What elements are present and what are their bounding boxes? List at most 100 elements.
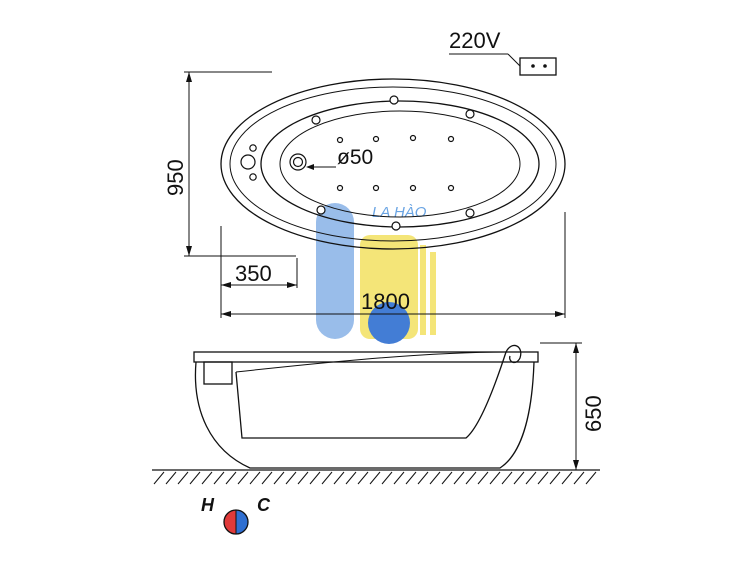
hatch-line xyxy=(405,471,417,485)
tub-inner-rim xyxy=(229,86,557,242)
rim-jet xyxy=(311,115,321,125)
watermark-yellow-stripe-2 xyxy=(430,252,436,335)
hatch-line xyxy=(453,471,465,485)
hatch-line xyxy=(429,471,441,485)
hatch-line xyxy=(585,471,597,485)
rim-jet xyxy=(391,221,401,231)
hatch-line xyxy=(477,471,489,485)
hatch-line xyxy=(273,471,285,485)
tub-basin-floor xyxy=(279,110,521,218)
hatch-line xyxy=(225,471,237,485)
control-box xyxy=(203,361,233,385)
hatch-line xyxy=(285,471,297,485)
watermark-logo: LA HÀO xyxy=(316,203,436,344)
cold-half xyxy=(236,510,248,534)
depth-label: 650 xyxy=(581,395,606,432)
rim-jet xyxy=(389,95,399,105)
hot-label: H xyxy=(201,495,215,515)
hatch-line xyxy=(417,471,429,485)
tub-outer-rim xyxy=(220,78,566,250)
hot-half xyxy=(224,510,236,534)
tub-deck xyxy=(193,351,539,363)
hatch-line xyxy=(501,471,513,485)
floor-jet xyxy=(409,134,417,142)
tub-top-view: ø50 xyxy=(220,78,566,250)
drain-diameter-label: ø50 xyxy=(337,146,373,169)
hot-cold-indicator: H C xyxy=(201,495,271,535)
hatch-line xyxy=(549,471,561,485)
hatch-line xyxy=(489,471,501,485)
depth-arrow-bottom xyxy=(573,460,579,470)
hatch-line xyxy=(561,471,573,485)
hatch-line xyxy=(165,471,177,485)
hatch-line xyxy=(309,471,321,485)
hatch-line xyxy=(465,471,477,485)
hatch-line xyxy=(297,471,309,485)
height-label: 950 xyxy=(163,159,188,196)
hatch-line xyxy=(441,471,453,485)
drain-inner xyxy=(292,156,304,168)
floor xyxy=(152,469,600,485)
cold-label: C xyxy=(257,495,271,515)
length-arrow-left xyxy=(221,311,231,317)
depth-arrow-top xyxy=(573,343,579,353)
watermark-text: LA HÀO xyxy=(372,204,427,221)
offset-label: 350 xyxy=(235,261,272,286)
hatch-line xyxy=(189,471,201,485)
tub-inner-basin xyxy=(235,351,507,439)
hatch-line xyxy=(381,471,393,485)
drain-callout-arrow xyxy=(306,164,314,170)
floor-jet xyxy=(447,135,455,143)
floor-jet xyxy=(336,136,344,144)
socket-pin-1 xyxy=(531,64,535,68)
watermark-blue-circle xyxy=(368,302,410,344)
offset-arrow-left xyxy=(221,282,231,288)
hatch-line xyxy=(357,471,369,485)
floor-jet xyxy=(409,184,417,192)
length-arrow-right xyxy=(555,311,565,317)
watermark-blue-bar xyxy=(316,203,354,339)
tub-backrest-line xyxy=(235,351,507,373)
hatch-line xyxy=(393,471,405,485)
hatch-line xyxy=(177,471,189,485)
hatch-line xyxy=(237,471,249,485)
hatch-line xyxy=(369,471,381,485)
hatch-line xyxy=(513,471,525,485)
floor-jet xyxy=(447,184,455,192)
tub-outer-shell xyxy=(194,361,535,469)
control-knob-large xyxy=(240,154,256,170)
hatch-line xyxy=(525,471,537,485)
watermark-yellow-stripe-1 xyxy=(420,245,426,335)
hatch-line xyxy=(333,471,345,485)
control-button-bottom xyxy=(249,173,257,181)
height-arrow-top xyxy=(186,72,192,82)
control-button-top xyxy=(249,144,257,152)
voltage-leader xyxy=(507,53,521,67)
power-connector: 220V xyxy=(449,28,557,76)
dimension-height: 950 xyxy=(163,71,296,257)
voltage-label: 220V xyxy=(449,28,501,53)
floor-hatching xyxy=(153,471,597,485)
hatch-line xyxy=(537,471,549,485)
rim-jet xyxy=(465,208,475,218)
power-socket-box xyxy=(519,57,557,76)
headrest-curl xyxy=(505,344,522,364)
offset-arrow-right xyxy=(287,282,297,288)
socket-pin-2 xyxy=(543,64,547,68)
floor-jet xyxy=(372,135,380,143)
hatch-line xyxy=(153,471,165,485)
tub-side-view xyxy=(193,344,539,469)
hatch-line xyxy=(249,471,261,485)
hatch-line xyxy=(321,471,333,485)
hatch-line xyxy=(573,471,585,485)
length-label: 1800 xyxy=(361,289,410,314)
rim-jet xyxy=(465,109,475,119)
rim-jet xyxy=(316,205,326,215)
hatch-line xyxy=(201,471,213,485)
height-arrow-bottom xyxy=(186,246,192,256)
dimension-length: 350 1800 xyxy=(220,212,566,318)
hatch-line xyxy=(261,471,273,485)
dimension-depth: 650 xyxy=(540,342,606,470)
hatch-line xyxy=(213,471,225,485)
